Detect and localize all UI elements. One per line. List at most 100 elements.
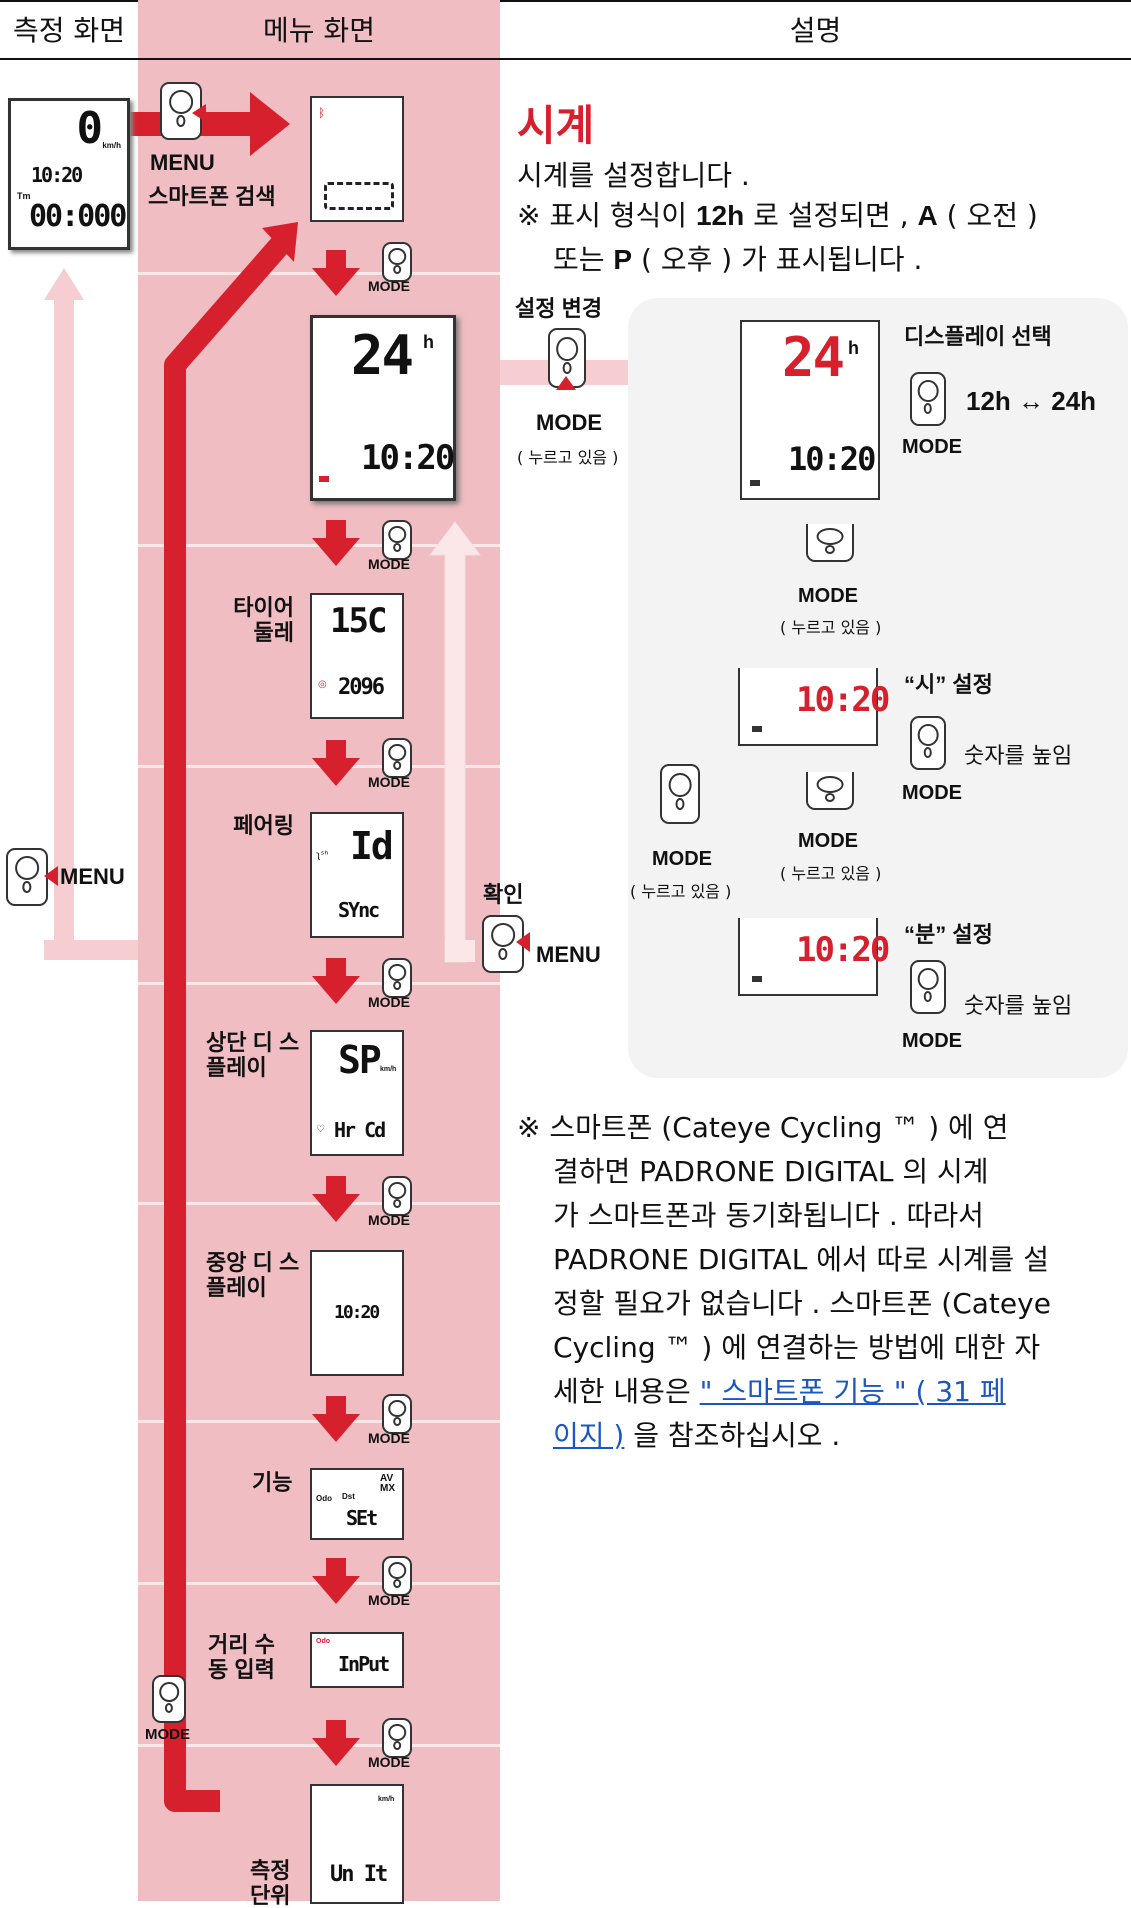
- device-icon: [382, 242, 412, 282]
- separator: [138, 1202, 500, 1205]
- device-icon: [382, 1556, 412, 1596]
- desc-line2-text: 로 설정되면 ,: [744, 199, 918, 232]
- panel-hour-unit: h: [848, 338, 859, 358]
- odo-text: InPut: [338, 1652, 390, 1676]
- device-icon: [806, 772, 854, 810]
- pairing-top: Id: [350, 824, 394, 868]
- pairing-bottom: SYnc: [338, 898, 380, 922]
- clock-lcd: 24 h 10:20: [310, 315, 456, 501]
- desc-line1: 시계를 설정합니다 .: [517, 159, 750, 192]
- battery-icon: [750, 480, 760, 486]
- note-text: 을 참조하십시오 .: [624, 1419, 841, 1452]
- odo-input-label: 거리 수 동 입력: [208, 1632, 275, 1682]
- odo-input-lcd: Odo InPut: [310, 1632, 404, 1688]
- device-icon: [382, 958, 412, 998]
- function-lcd: Odo Dst AV MX SEt: [310, 1468, 404, 1540]
- speed-unit: km/h: [102, 141, 121, 150]
- device-icon: [548, 328, 586, 388]
- clock-hour-unit: h: [423, 332, 434, 352]
- note-line6: Cycling ™ ) 에 연결하는 방법에 대한 자: [553, 1331, 1041, 1364]
- tire-top: 15C: [330, 601, 387, 641]
- press-indicator-icon: [192, 104, 206, 122]
- function-avmx: AV MX: [380, 1473, 395, 1494]
- device-icon: [482, 915, 524, 973]
- middle-display-lcd: 10:20: [310, 1250, 404, 1376]
- minute-lcd-time: 10:20: [796, 930, 890, 970]
- device-icon: [806, 524, 854, 562]
- hour-lcd: 10:20: [738, 668, 890, 746]
- increase-label: 숫자를 높임: [964, 994, 1073, 1019]
- mode-button-label[interactable]: MODE: [902, 1030, 962, 1052]
- smartphone-feature-link[interactable]: " 스마트폰 기능 " ( 31 페: [699, 1375, 1006, 1408]
- hold-label: ( 누르고 있음 ): [780, 864, 882, 883]
- note-text: 세한 내용은: [553, 1375, 700, 1408]
- change-settings-label: 설정 변경: [515, 296, 603, 321]
- mode-button-label[interactable]: MODE: [368, 1592, 410, 1608]
- speed-value: 0: [76, 103, 103, 154]
- mode-button-label[interactable]: MODE: [368, 278, 410, 294]
- mode-button-label[interactable]: MODE: [798, 830, 858, 852]
- mode-button-label[interactable]: MODE: [368, 994, 410, 1010]
- device-icon: [382, 520, 412, 560]
- bluetooth-icon: ᛒ: [318, 106, 326, 120]
- mode-button-label[interactable]: MODE: [368, 1212, 410, 1228]
- desc-pm: P: [613, 244, 633, 275]
- desc-am: A: [917, 200, 938, 231]
- note-line3: 가 스마트폰과 동기화됩니다 . 따라서: [553, 1199, 984, 1232]
- panel-clock-lcd: 24 h 10:20: [740, 320, 880, 500]
- device-icon: [152, 1675, 186, 1723]
- mode-button-label[interactable]: MODE: [368, 1430, 410, 1446]
- hour-lcd-time: 10:20: [796, 680, 890, 720]
- separator: [138, 765, 500, 768]
- mode-button-label[interactable]: MODE: [902, 782, 962, 804]
- function-set: SEt: [346, 1506, 378, 1530]
- header-menu-screen: 메뉴 화면: [263, 14, 375, 47]
- mode-button-label[interactable]: MODE: [368, 556, 410, 572]
- desc-12h: 12h: [695, 200, 745, 231]
- note-line1: ※ 스마트폰 (Cateye Cycling ™ ) 에 연: [517, 1111, 1009, 1144]
- press-indicator-icon: [556, 376, 576, 390]
- note-line7: 세한 내용은 " 스마트폰 기능 " ( 31 페: [553, 1372, 1006, 1412]
- desc-line3-text: ( 오후 ) 가 표시됩니다 .: [632, 243, 923, 276]
- mode-button-label[interactable]: MODE: [652, 848, 712, 870]
- mode-button-label[interactable]: MODE: [145, 1726, 190, 1743]
- increase-label: 숫자를 높임: [964, 744, 1073, 769]
- smartphone-feature-link[interactable]: 이지 ): [553, 1419, 625, 1452]
- menu-button-label[interactable]: MENU: [150, 150, 215, 175]
- upper-display-label: 상단 디 스플레이: [206, 1030, 300, 1080]
- battery-icon: [752, 726, 762, 732]
- units-small: km/h: [378, 1796, 395, 1803]
- note-line4: PADRONE DIGITAL 에서 따로 시계를 설: [553, 1243, 1049, 1276]
- panel-hours: 24: [782, 326, 845, 389]
- device-icon: [382, 1176, 412, 1216]
- mode-button-label[interactable]: MODE: [798, 585, 858, 607]
- mode-button-label[interactable]: MODE: [368, 774, 410, 790]
- device-icon: [382, 1718, 412, 1758]
- mode-button-label[interactable]: MODE: [368, 1754, 410, 1770]
- desc-line2-text: ( 오전 ): [937, 199, 1038, 232]
- note-line2: 결하면 PADRONE DIGITAL 의 시계: [553, 1155, 989, 1188]
- menu-button-label[interactable]: MENU: [60, 864, 125, 889]
- odo-small: Odo: [316, 1638, 330, 1645]
- mode-button-label[interactable]: MODE: [536, 410, 602, 435]
- clock-value: 10:20: [31, 163, 83, 187]
- header-bottom-rule: [0, 58, 1131, 60]
- middle-text: 10:20: [334, 1302, 380, 1323]
- device-icon: [910, 716, 946, 770]
- device-icon: [910, 372, 946, 426]
- hour-set-label: “시” 설정: [904, 672, 993, 697]
- upper-display-lcd: SP km/h Hr Cd ♡: [310, 1030, 404, 1156]
- panel-time: 10:20: [788, 440, 876, 478]
- menu-button-label[interactable]: MENU: [536, 942, 601, 967]
- confirm-label: 확인: [483, 882, 524, 907]
- mode-button-label[interactable]: MODE: [902, 436, 962, 458]
- sensor-icon: ◎: [318, 679, 327, 690]
- battery-icon: [752, 976, 762, 982]
- device-icon: [382, 1394, 412, 1434]
- display-select-label: 디스플레이 선택: [904, 324, 1052, 349]
- hold-label: ( 누르고 있음 ): [780, 618, 882, 637]
- format-toggle: 12h ↔ 24h: [966, 386, 1097, 416]
- press-indicator-icon: [516, 932, 530, 952]
- sensor-icon: ʅˢʰ: [316, 850, 329, 861]
- tm-label: Tm: [17, 191, 31, 201]
